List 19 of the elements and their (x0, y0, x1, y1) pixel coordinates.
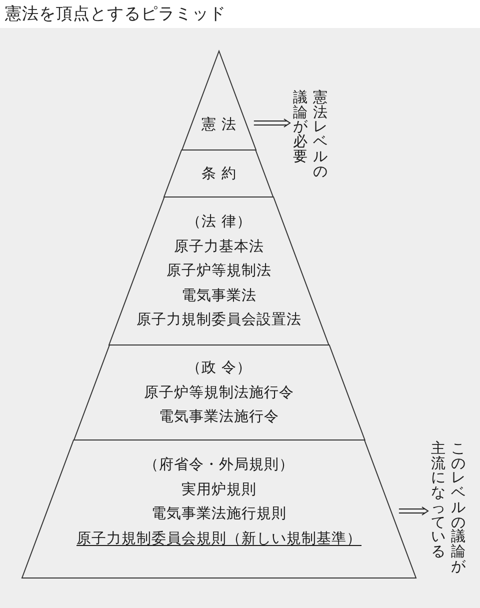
tier-label: （法 律） (186, 213, 252, 232)
law-name: 電気事業法施行規則 (152, 505, 286, 524)
law-name: 実用炉規則 (182, 480, 256, 500)
vertical-note: 憲法レベルの議論が必要 (293, 91, 328, 180)
law-name: 原子力基本法 (174, 238, 264, 256)
tier-label: 憲 法 (202, 116, 236, 135)
law-name: 電気事業法施行令 (158, 408, 279, 427)
tier-label: （府省令・外局規則） (144, 456, 294, 475)
law-name: 原子力規制委員会設置法 (136, 310, 302, 330)
diagram-title: 憲法を頂点とするピラミッド (5, 3, 226, 25)
double-arrow (253, 118, 290, 128)
law-name: 原子力規制委員会規則（新しい規制基準） (76, 530, 362, 548)
law-name: 原子炉等規制法施行令 (144, 384, 294, 402)
law-name: 電気事業法 (181, 286, 256, 306)
law-name: 原子炉等規制法 (166, 262, 272, 281)
tier-label: 条 約 (202, 165, 236, 184)
double-arrow (398, 506, 428, 516)
tier-label: （政 令） (186, 359, 252, 378)
vertical-note: このレベルの議論が主流になっている (431, 442, 466, 576)
